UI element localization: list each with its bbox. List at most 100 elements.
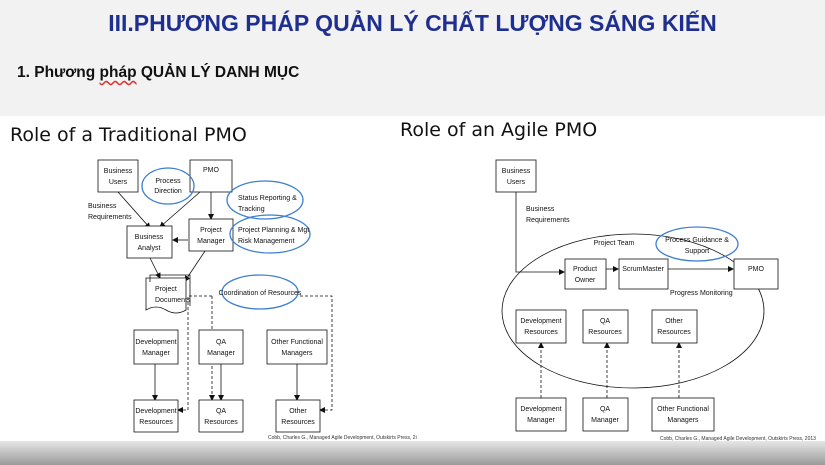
label-business-analyst-2: Analyst xyxy=(138,245,161,252)
agile-box-other-managers xyxy=(651,397,715,432)
connector-users-to-analyst xyxy=(117,191,151,229)
agile-label-development-resources-1: Development xyxy=(520,318,561,325)
label-business-users-2: Users xyxy=(109,179,128,186)
box-development-resources xyxy=(133,399,179,433)
label-status-reporting-1: Status Reporting & xyxy=(238,195,297,202)
agile-citation: Cobb, Charles G., Managed Agile Developm… xyxy=(660,436,816,442)
agile-box-business-users xyxy=(495,159,537,193)
label-qa-manager-1: QA xyxy=(216,339,226,346)
traditional-citation: Cobb, Charles G., Managed Agile Developm… xyxy=(268,435,417,441)
header-band xyxy=(0,0,825,116)
label-qa-resources-1: QA xyxy=(216,408,226,415)
label-status-reporting-2: Tracking xyxy=(238,206,265,213)
label-project-documents-2: Documents xyxy=(155,297,191,304)
agile-label-business-users-1: Business xyxy=(502,168,531,175)
label-coordination: Coordination of Resources xyxy=(219,290,302,297)
label-project-manager-1: Project xyxy=(200,227,222,234)
label-development-resources-1: Development xyxy=(135,408,176,415)
agile-box-scrummaster xyxy=(618,258,669,290)
label-business-requirements-2: Requirements xyxy=(88,214,132,221)
agile-label-business-users-2: Users xyxy=(507,179,526,186)
agile-label-qa-manager-2: Manager xyxy=(591,417,619,424)
box-qa-manager xyxy=(198,329,244,365)
agile-diagram xyxy=(495,159,779,432)
traditional-pmo-title: Role of a Traditional PMO xyxy=(10,124,247,146)
label-development-manager-1: Development xyxy=(135,339,176,346)
connector-pmo-to-analyst xyxy=(159,191,201,228)
ellipse-status-reporting xyxy=(226,180,304,220)
label-development-resources-2: Resources xyxy=(139,419,173,426)
agile-label-qa-resources-1: QA xyxy=(600,318,610,325)
box-business-users xyxy=(97,159,139,193)
agile-label-pmo: PMO xyxy=(748,266,765,273)
agile-label-process-guidance-2: Support xyxy=(685,248,710,255)
label-business-analyst-1: Business xyxy=(135,234,164,241)
label-development-manager-2: Manager xyxy=(142,350,170,357)
agile-label-product-owner-2: Owner xyxy=(575,277,596,284)
agile-label-business-requirements-1: Business xyxy=(526,206,555,213)
box-other-functional-managers xyxy=(266,329,328,365)
agile-box-qa-resources xyxy=(582,309,629,344)
subtitle-rest: QUẢN LÝ DANH MỤC xyxy=(136,64,300,81)
label-business-requirements-1: Business xyxy=(88,203,117,210)
connector-users-to-product-owner xyxy=(515,192,565,275)
label-business-users-1: Business xyxy=(104,168,133,175)
slide-subtitle: 1. Phương pháp QUẢN LÝ DANH MỤC xyxy=(17,64,299,82)
agile-label-product-owner-1: Product xyxy=(573,266,597,273)
traditional-diagram xyxy=(97,159,333,433)
ellipse-project-planning xyxy=(229,214,311,254)
subtitle-prefix: 1. Phương xyxy=(17,64,100,81)
agile-label-development-resources-2: Resources xyxy=(524,329,558,336)
dashed-line-other xyxy=(300,295,333,413)
box-business-analyst xyxy=(126,225,173,259)
agile-box-pmo xyxy=(733,258,779,290)
agile-label-business-requirements-2: Requirements xyxy=(526,217,570,224)
slide-title: III.PHƯƠNG PHÁP QUẢN LÝ CHẤT LƯỢNG SÁNG … xyxy=(108,10,717,36)
agile-box-qa-manager xyxy=(582,397,629,432)
label-other-managers-1: Other Functional xyxy=(271,339,323,346)
agile-box-other-resources xyxy=(651,309,698,344)
box-development-manager xyxy=(133,329,179,365)
agile-label-other-managers-2: Managers xyxy=(667,417,699,424)
ellipse-process-direction xyxy=(141,167,195,205)
label-project-planning-2: Risk Management xyxy=(238,238,294,245)
agile-label-project-team: Project Team xyxy=(594,240,635,247)
box-qa-resources xyxy=(198,399,244,433)
box-project-documents xyxy=(145,277,187,314)
agile-label-scrummaster: ScrumMaster xyxy=(622,266,664,273)
label-project-manager-2: Manager xyxy=(197,238,225,245)
label-process-direction-2: Direction xyxy=(154,188,182,195)
agile-label-development-manager-2: Manager xyxy=(527,417,555,424)
box-other-resources xyxy=(275,399,321,433)
bottom-band xyxy=(0,441,825,465)
agile-label-process-guidance-1: Process Guidance & xyxy=(665,237,729,244)
agile-label-other-resources-1: Other xyxy=(665,318,683,325)
ellipse-coordination xyxy=(221,274,299,310)
agile-label-qa-manager-1: QA xyxy=(600,406,610,413)
agile-label-progress-monitoring: Progress Monitoring xyxy=(670,290,733,297)
subtitle-squiggle-word: pháp xyxy=(99,64,137,81)
label-process-direction-1: Process xyxy=(155,178,181,185)
label-other-resources-1: Other xyxy=(289,408,307,415)
label-other-resources-2: Resources xyxy=(281,419,315,426)
box-pmo xyxy=(189,159,233,193)
agile-label-other-resources-2: Resources xyxy=(657,329,691,336)
label-other-managers-2: Managers xyxy=(281,350,313,357)
agile-label-qa-resources-2: Resources xyxy=(588,329,622,336)
agile-label-development-manager-1: Development xyxy=(520,406,561,413)
label-pmo: PMO xyxy=(203,167,220,174)
agile-box-product-owner xyxy=(564,258,607,290)
label-project-documents-1: Project xyxy=(155,286,177,293)
dashed-line-dev xyxy=(177,295,212,413)
agile-box-development-resources xyxy=(515,309,567,344)
connector-pm-to-documents xyxy=(184,250,206,282)
ellipse-process-guidance xyxy=(655,226,739,262)
box-project-manager xyxy=(188,218,234,252)
agile-label-other-managers-1: Other Functional xyxy=(657,406,709,413)
agile-pmo-title: Role of an Agile PMO xyxy=(400,119,598,141)
project-documents-stack xyxy=(149,274,191,306)
project-team-ellipse xyxy=(501,233,765,389)
label-project-planning-1: Project Planning & Mgt xyxy=(238,227,309,234)
label-qa-resources-2: Resources xyxy=(204,419,238,426)
